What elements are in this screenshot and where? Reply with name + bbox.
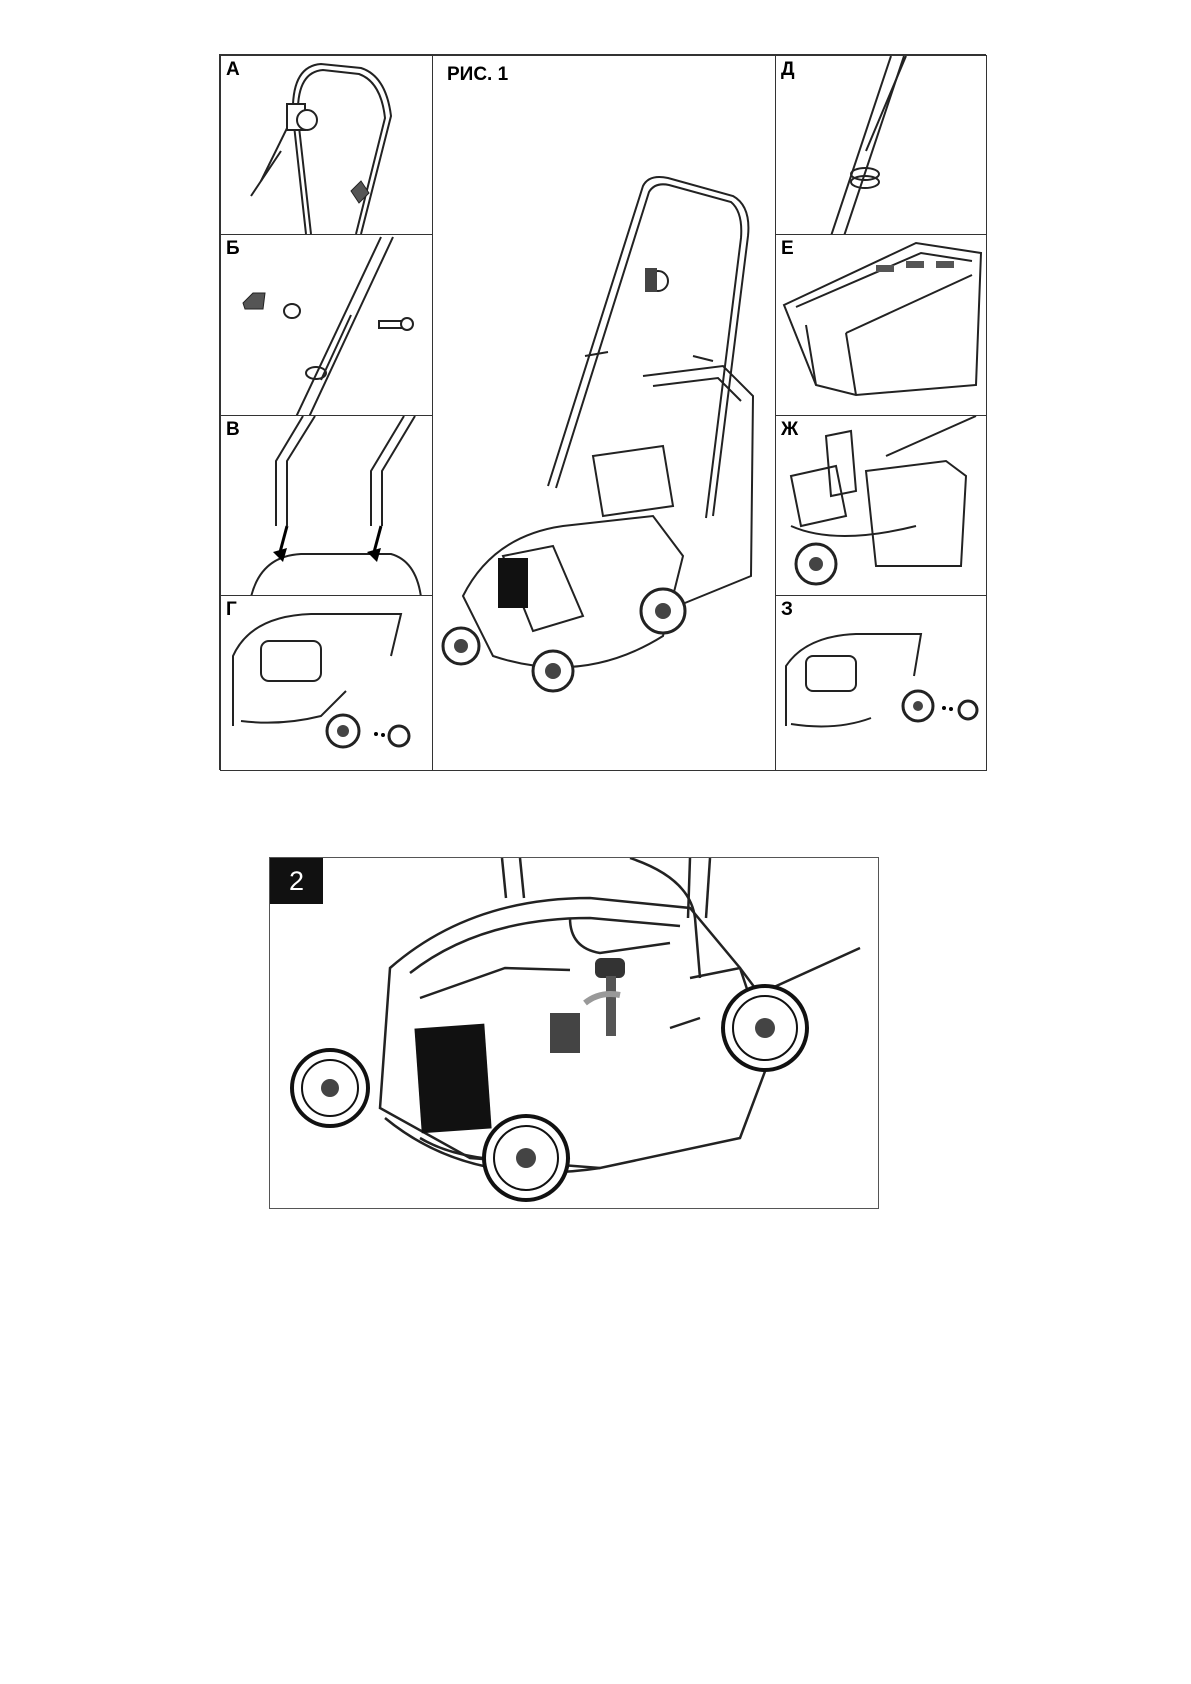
panel-zh: Ж (775, 415, 987, 596)
panel-b: Б (220, 234, 433, 416)
grass-box-attachment-illustration (776, 416, 987, 596)
rear-wheel-assembly-illustration (776, 596, 987, 771)
panel-g: Г (220, 595, 433, 771)
panel-e: Е (775, 234, 987, 416)
panel-a: А (220, 55, 433, 235)
lawn-mower-assembled-illustration (433, 56, 776, 771)
panel-main-mower: РИС. 1 (432, 55, 776, 771)
handle-clamp-parts-illustration (221, 235, 433, 416)
handle-switch-illustration (221, 56, 433, 235)
front-wheel-assembly-illustration (221, 596, 433, 771)
figure-2: 2 (269, 857, 879, 1209)
lower-handle-insertion-illustration (221, 416, 433, 596)
figure-2-number: 2 (270, 858, 323, 904)
panel-d: Д (775, 55, 987, 235)
grass-box-illustration (776, 235, 987, 416)
handle-cable-clip-illustration (776, 56, 987, 235)
panel-z: З (775, 595, 987, 771)
figure-1: А Б В (219, 54, 986, 770)
panel-v: В (220, 415, 433, 596)
height-adjust-lever-illustration (270, 858, 879, 1209)
